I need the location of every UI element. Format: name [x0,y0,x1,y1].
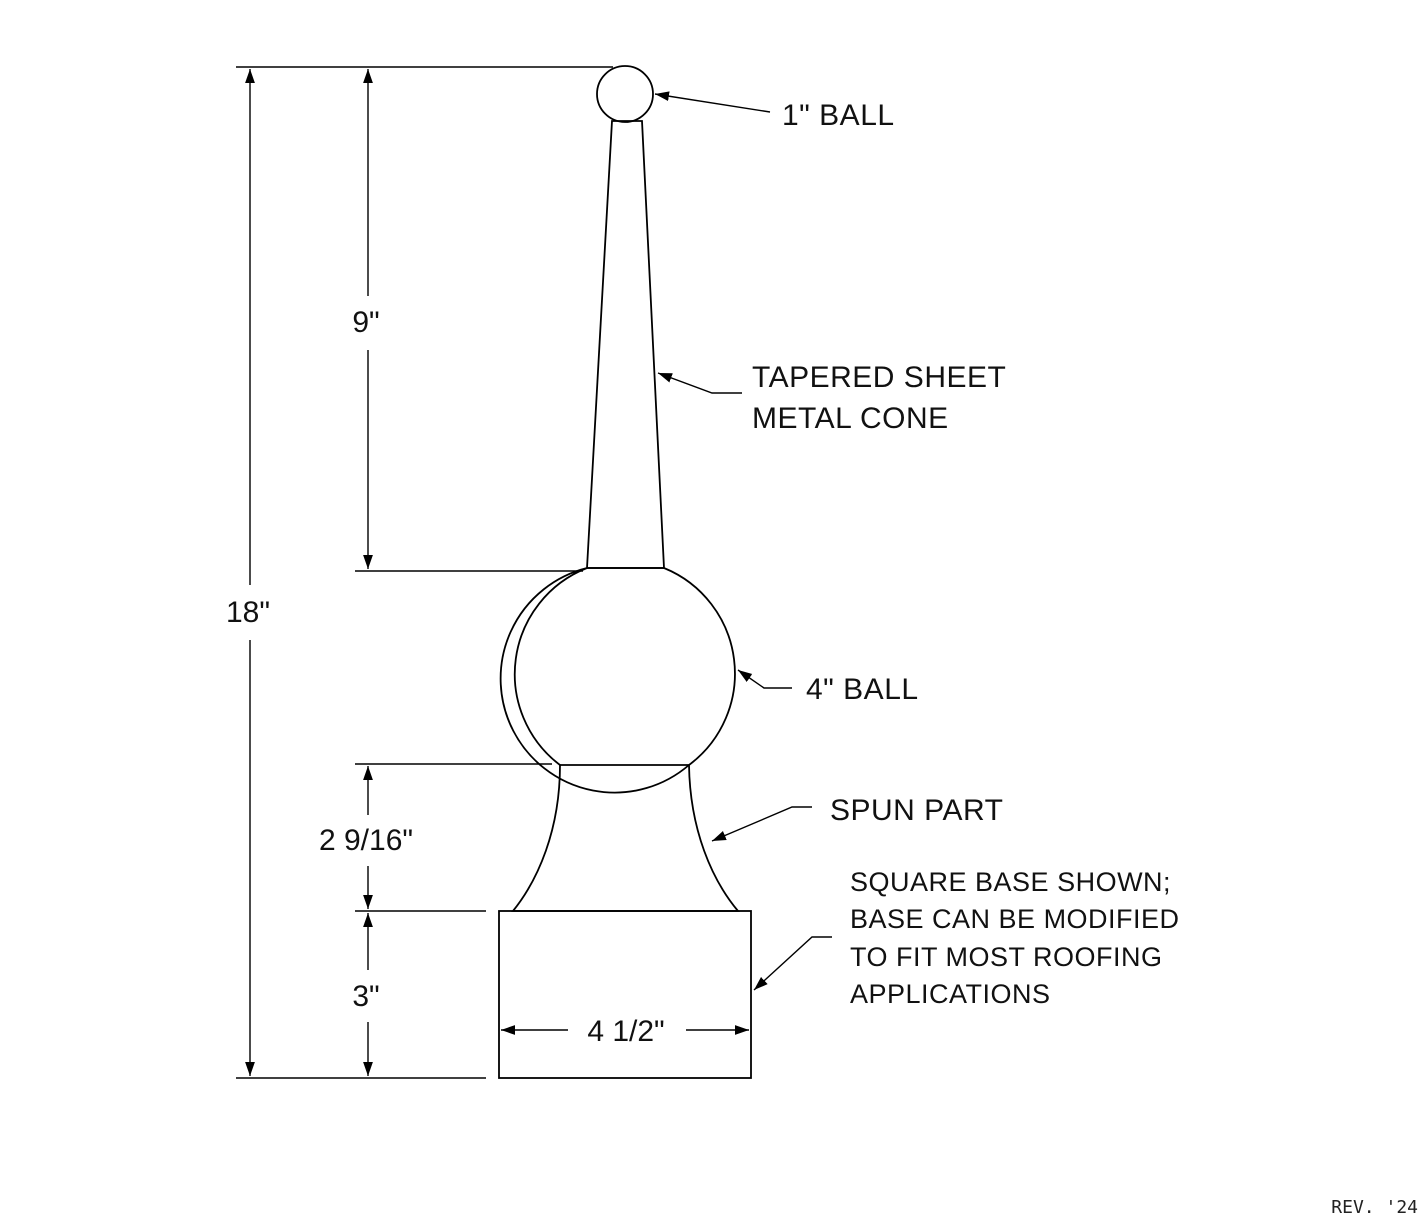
dim-base-height: 3" [352,980,379,1013]
dim-base-width: 4 1/2" [587,1015,664,1048]
tapered-cone [586,120,665,569]
label-base-note-2: BASE CAN BE MODIFIED [850,904,1180,934]
label-top-ball: 1" BALL [782,99,895,132]
label-cone-line2: METAL CONE [752,402,949,435]
label-base-note-3: TO FIT MOST ROOFING [850,942,1163,972]
dimension-lines [245,69,749,1076]
label-base-note-4: APPLICATIONS [850,979,1051,1009]
label-base-note-1: SQUARE BASE SHOWN; [850,867,1171,897]
top-ball [596,65,654,123]
label-cone-line1: TAPERED SHEET [752,361,1006,394]
dim-spun-height: 2 9/16" [319,824,413,857]
label-mid-ball: 4" BALL [806,673,919,706]
label-spun-part: SPUN PART [830,794,1003,827]
dim-overall-height: 18" [226,596,270,629]
revision-note: REV. '24 [1331,1197,1418,1218]
finial-outline [498,65,752,1079]
mid-ball [499,567,690,794]
extension-lines [236,66,613,1079]
spun-part [511,764,740,912]
square-base [498,910,752,1079]
leader-lines [654,91,832,991]
dim-cone-height: 9" [352,306,379,339]
